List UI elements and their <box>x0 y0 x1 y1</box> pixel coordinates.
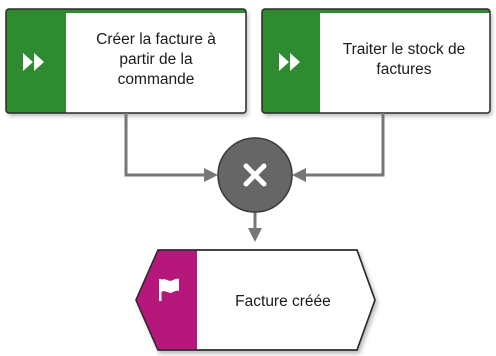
function-label-create-invoice: Créer la facture à partir de la commande <box>96 31 216 88</box>
x-icon <box>243 163 267 187</box>
flag-icon <box>159 278 179 301</box>
function-box-process-invoice-stock[interactable] <box>261 8 491 114</box>
fast-forward-icon <box>279 53 300 71</box>
xor-connector[interactable] <box>217 137 293 213</box>
connection-fn2-to-xor <box>305 113 385 177</box>
connection-fn1-to-xor <box>124 113 205 177</box>
event-label-invoice-created: Facture créée <box>235 293 331 310</box>
arrowhead <box>292 168 306 182</box>
arrowhead <box>204 168 218 182</box>
function-label-process-invoice-stock: Traiter le stock de factures <box>342 41 466 78</box>
function-top-band <box>6 9 246 13</box>
event-color-band <box>136 250 197 350</box>
function-box-create-invoice[interactable] <box>5 8 247 114</box>
function-top-band <box>262 9 490 13</box>
arrowhead <box>248 228 262 242</box>
fast-forward-icon <box>23 53 44 71</box>
event-invoice-created[interactable] <box>135 249 376 351</box>
